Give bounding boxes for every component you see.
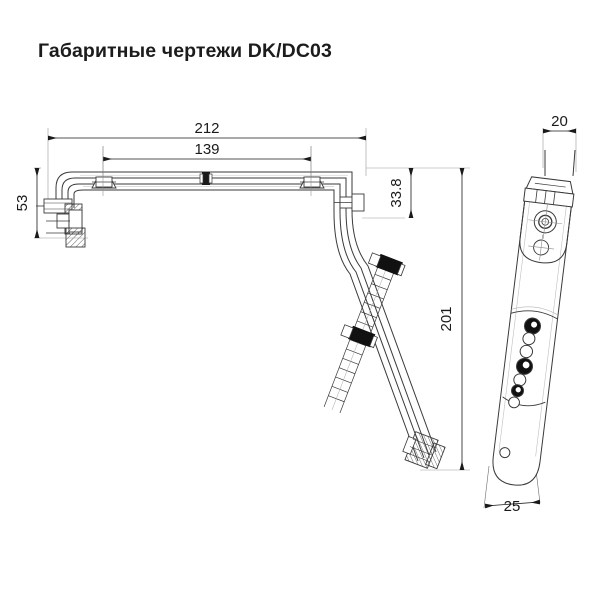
strut-collar-lower <box>340 324 378 349</box>
dimension-33-8: 33.8 <box>388 168 414 218</box>
side-view-top-stem <box>544 149 576 177</box>
dimension-212-label: 212 <box>194 120 219 137</box>
horizontal-arm <box>55 171 353 212</box>
left-end-fitting <box>36 198 88 248</box>
page-title: Габаритные чертежи DK/DC03 <box>38 40 332 62</box>
dimension-25-label: 25 <box>504 498 521 515</box>
dimension-201: 201 <box>438 168 465 470</box>
dimension-53-label: 53 <box>14 195 31 212</box>
dimension-20: 20 <box>542 113 577 172</box>
diagonal-strut <box>333 209 437 462</box>
dimension-33-8-label: 33.8 <box>388 178 405 207</box>
dimension-53: 53 <box>14 168 40 238</box>
right-elbow-fitting <box>334 193 385 219</box>
side-view: 20 25 <box>483 113 577 515</box>
strut-end-fitting <box>402 431 446 470</box>
dimension-20-label: 20 <box>551 113 568 130</box>
side-view-pivot-bracket <box>519 176 575 264</box>
mounting-clip-left <box>91 146 117 196</box>
front-view: 212 139 53 33.8 201 <box>14 120 470 471</box>
side-view-hole-column <box>499 317 541 459</box>
dimension-201-label: 201 <box>438 306 455 331</box>
side-view-body <box>492 176 575 486</box>
dimension-212: 212 <box>48 120 366 141</box>
dimension-139-label: 139 <box>194 141 219 158</box>
strut-collar-upper <box>367 252 406 277</box>
mounting-clip-right <box>299 146 325 196</box>
center-fitting <box>199 172 213 185</box>
dimension-139: 139 <box>103 141 311 162</box>
